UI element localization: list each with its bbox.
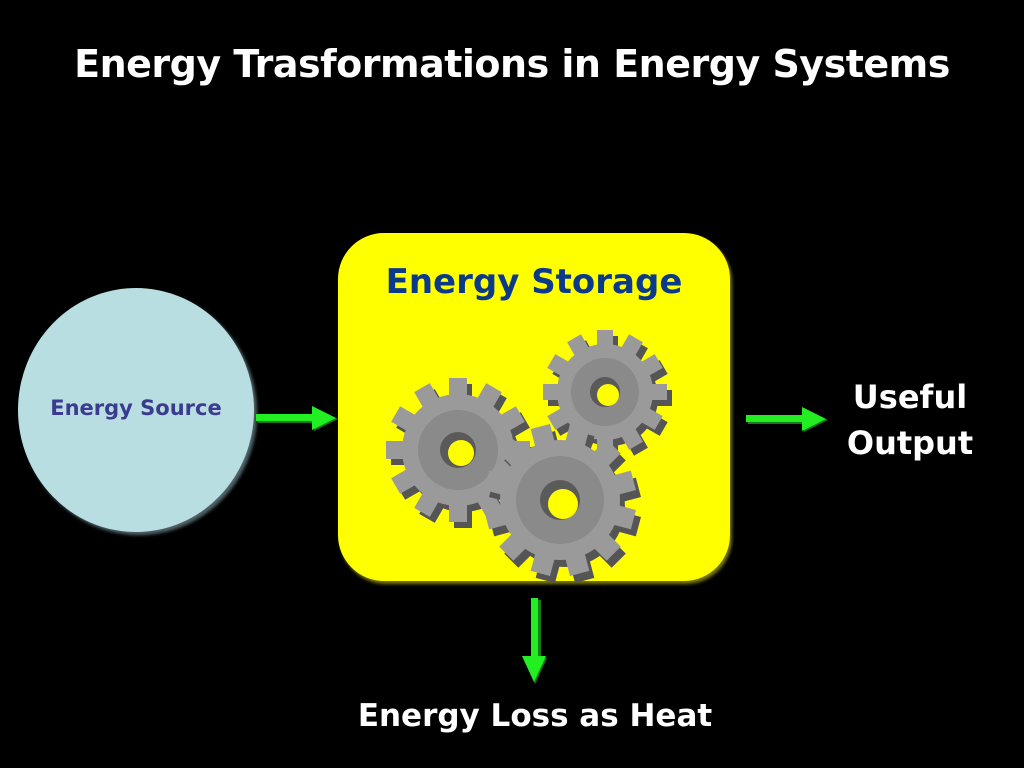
useful-output-line1: Useful — [852, 378, 968, 416]
gear-icon — [543, 330, 672, 460]
arrow-right-icon — [256, 406, 338, 431]
slide-title: Energy Trasformations in Energy Systems — [74, 42, 950, 86]
energy-source-label: Energy Source — [50, 396, 222, 420]
useful-output-line2: Output — [846, 424, 974, 462]
arrow-right-icon — [746, 407, 828, 432]
gear-icon — [484, 424, 641, 583]
useful-output-label: Useful Output — [820, 374, 1000, 466]
energy-storage-label: Energy Storage — [385, 262, 683, 302]
heat-loss-label: Energy Loss as Heat — [357, 698, 713, 734]
energy-source-circle — [18, 288, 254, 532]
arrow-down-icon — [522, 598, 547, 684]
